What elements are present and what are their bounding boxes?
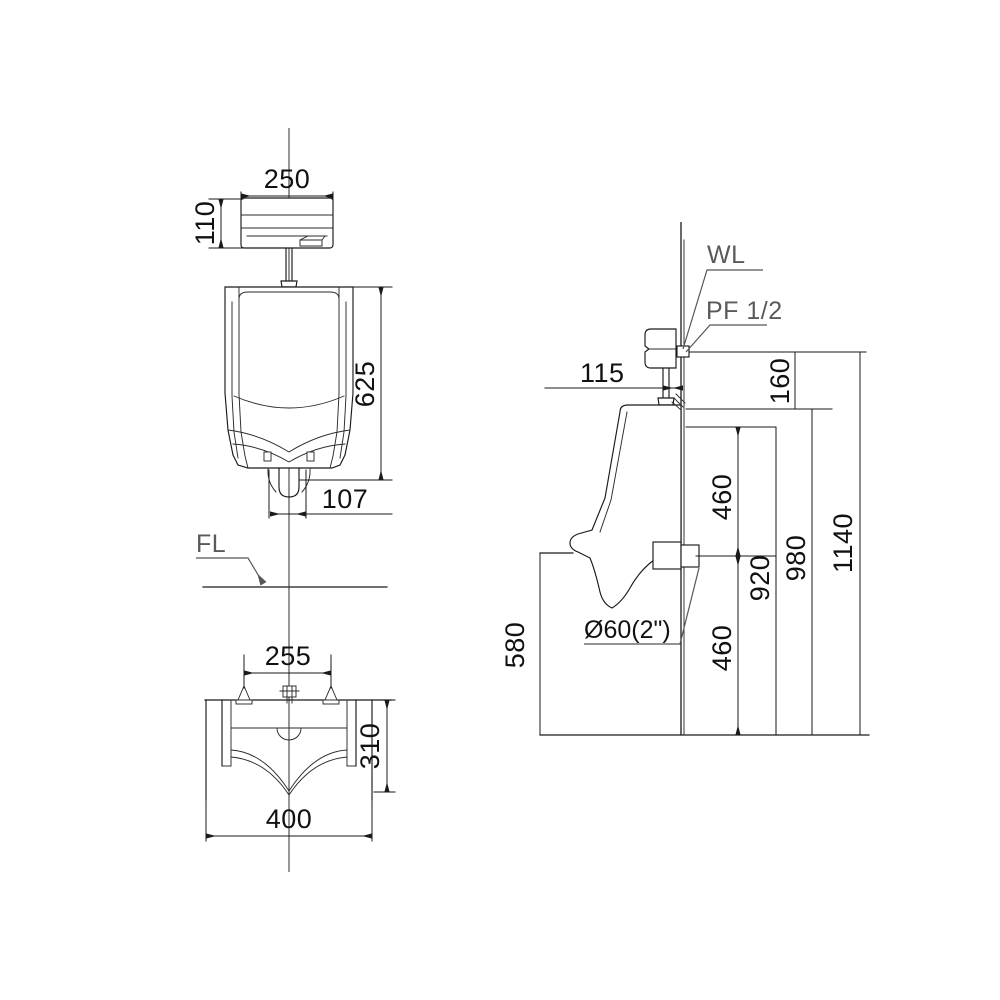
dimension-value-110: 110 [190, 201, 220, 246]
dimension-value-400: 400 [266, 804, 313, 834]
fixing-hole-right [306, 451, 315, 462]
urinal-outer-silhouette [224, 286, 354, 469]
urinal-side-silhouette [569, 404, 682, 609]
flush-valve-side-body [644, 328, 677, 369]
plan-drain-arc [276, 727, 302, 741]
side-section-view: WL PF 1/2 Ø60(2") 115 160 [500, 222, 870, 736]
dimension-rim-height: 980 [685, 408, 813, 735]
dimension-value-255: 255 [265, 641, 312, 671]
urinal-left-band-inner [231, 301, 239, 459]
pf-leader [685, 324, 767, 353]
supply-nipple [676, 345, 690, 358]
urinal-body-front [224, 286, 354, 498]
front-elevation-view: 250 110 625 107 [190, 128, 393, 560]
dimension-value-1140: 1140 [828, 513, 858, 573]
hatch-tick-1 [671, 401, 682, 411]
drain-neck-flank-right [301, 467, 311, 493]
dimension-valve-width: 250 [240, 164, 334, 203]
outlet-leader [584, 567, 700, 645]
dimension-value-580: 580 [500, 622, 530, 669]
plan-bowl-curve-inner [230, 756, 348, 796]
spud-flange [280, 280, 298, 288]
water-line-label: WL [707, 241, 746, 269]
dimension-plan-depth: 310 [355, 699, 396, 793]
wl-leader [682, 269, 763, 350]
dimension-value-980: 980 [781, 535, 811, 582]
waste-outlet-label: Ø60(2") [584, 616, 671, 644]
water-line-annotation: WL [682, 241, 763, 350]
dimension-outlet-to-floor: 460 [707, 556, 741, 735]
fl-leader [196, 557, 267, 586]
plan-fixing-brackets [235, 684, 340, 705]
floor-level-label: FL [196, 530, 226, 558]
plan-bowl-curve-outer [230, 749, 348, 792]
dimension-rim-to-outlet: 460 [685, 426, 777, 557]
flush-valve-front [240, 197, 334, 249]
dimension-total-height: 1140 [689, 351, 867, 735]
dimension-valve-projection: 115 [544, 358, 683, 391]
dimension-value-920: 920 [745, 555, 775, 602]
valve-lever-top [299, 235, 326, 241]
waste-outlet-body [652, 541, 682, 570]
urinal-inner-rim [238, 291, 340, 300]
urinal-body-side [569, 404, 700, 609]
urinal-drain-neck [278, 467, 300, 498]
dimension-outlet-spacing: 107 [268, 469, 393, 519]
rim-wall-hatch [671, 393, 686, 411]
valve-lever [299, 239, 323, 247]
dimension-bowl-height: 625 [299, 286, 393, 481]
dimension-value-460-lower: 460 [707, 625, 737, 672]
flush-valve-body [240, 197, 334, 249]
dimension-valve-to-rim: 160 [685, 351, 833, 410]
bottom-plan-view: 255 310 400 [204, 560, 396, 872]
dimension-value-250: 250 [264, 164, 311, 194]
bracket-left-base [235, 699, 253, 705]
urinal-plan-outline [205, 699, 373, 801]
dimension-outlet-height: 920 [737, 426, 777, 735]
hatch-tick-3 [675, 393, 686, 404]
dimension-plan-width: 400 [205, 797, 373, 842]
dimension-value-460-upper: 460 [707, 474, 737, 521]
urinal-funnel-upper [227, 429, 351, 453]
dimension-bracket-spacing: 255 [243, 641, 332, 689]
dimension-valve-height: 110 [190, 198, 244, 249]
floor-level-annotation: FL [196, 530, 388, 588]
dimension-body-height: 580 [500, 552, 541, 736]
dimension-value-310: 310 [355, 723, 385, 770]
hatch-tick-2 [673, 397, 684, 408]
urinal-bowl-curve [233, 395, 345, 409]
dimension-value-160: 160 [765, 358, 795, 405]
fixing-hole-left [263, 451, 272, 462]
dimension-value-107: 107 [322, 484, 369, 514]
downpipe-flange [657, 397, 675, 406]
supply-thread-annotation: PF 1/2 [685, 297, 783, 353]
urinal-right-band-inner [339, 301, 347, 459]
waste-outlet-annotation: Ø60(2") [584, 567, 700, 645]
urinal-side-inner-contour [599, 411, 628, 533]
center-spud-body [282, 685, 297, 698]
supply-thread-label: PF 1/2 [706, 297, 783, 325]
flush-valve-side [644, 328, 690, 406]
dimension-value-115: 115 [580, 358, 625, 388]
urinal-funnel-lower [232, 443, 346, 463]
dimension-value-625: 625 [350, 361, 380, 408]
bracket-right-base [322, 699, 340, 705]
